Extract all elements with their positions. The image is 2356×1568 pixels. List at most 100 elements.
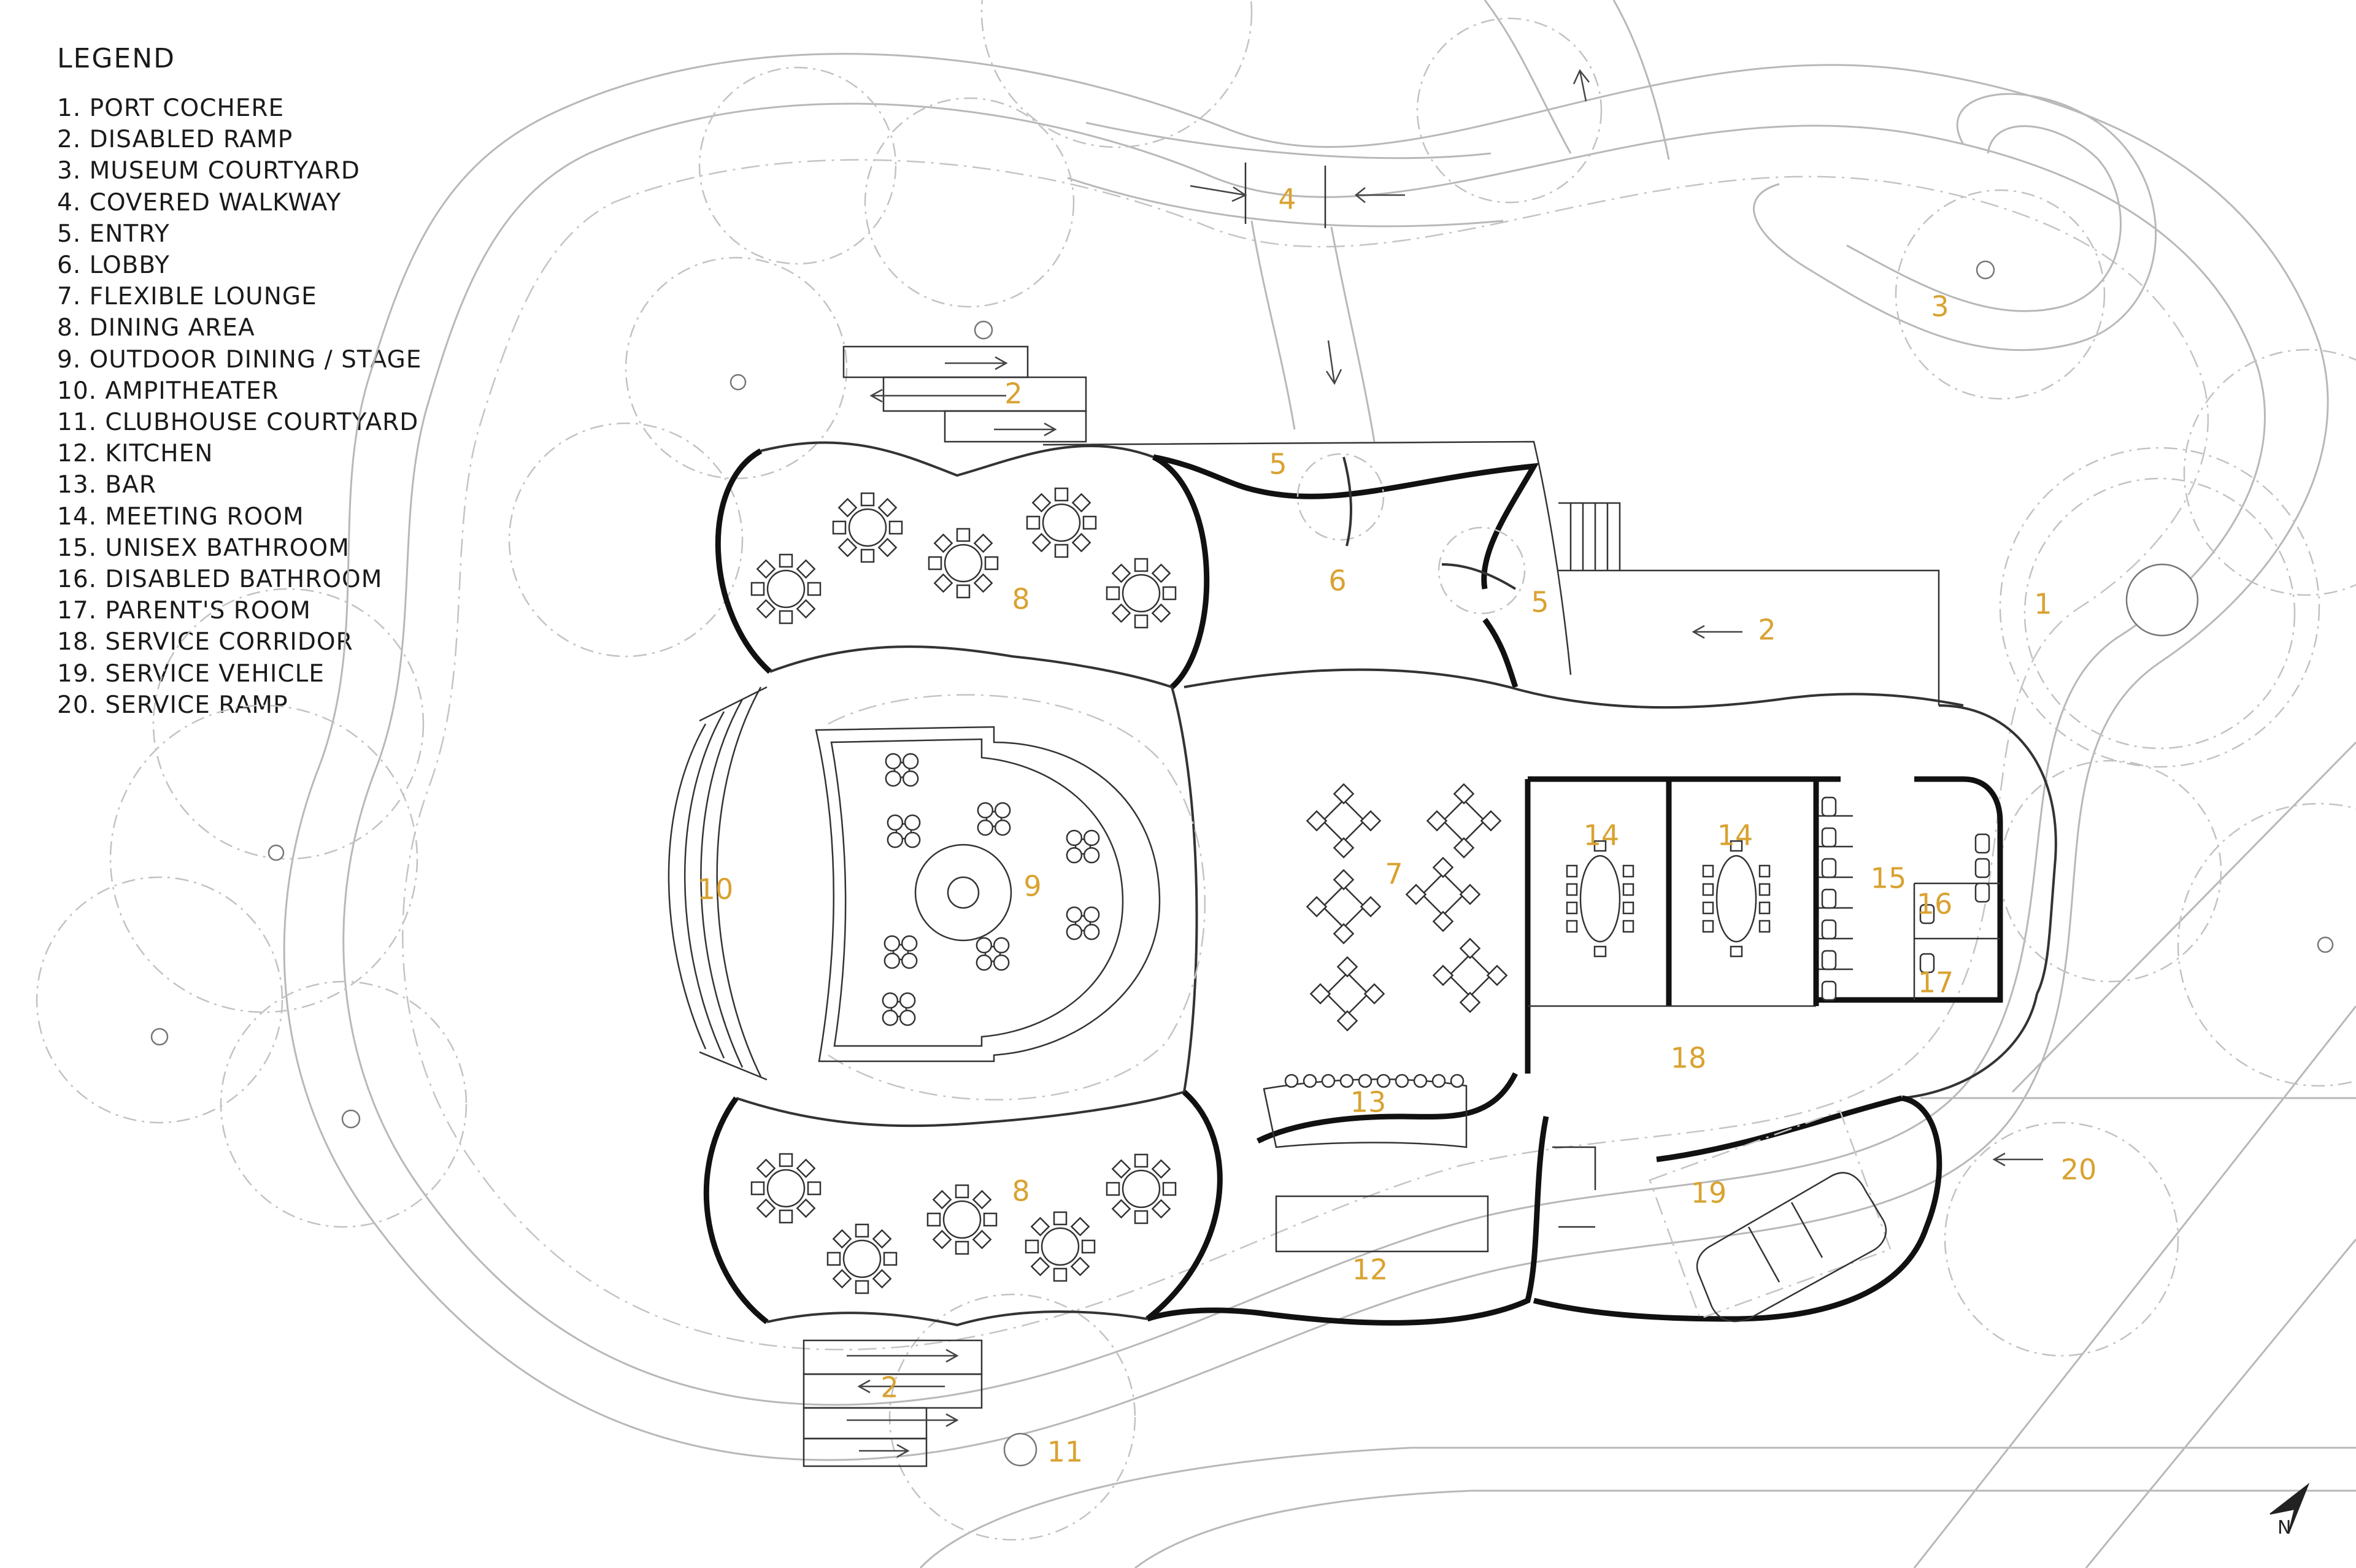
square-table: [1325, 972, 1369, 1016]
chair: [1622, 864, 1634, 878]
chair: [1053, 1211, 1068, 1226]
chair: [832, 520, 847, 535]
chair: [779, 1209, 793, 1224]
ramp-north: [944, 410, 1087, 443]
chair: [807, 582, 822, 596]
chair: [1151, 563, 1171, 583]
chair: [837, 498, 858, 518]
chair: [1758, 864, 1771, 878]
toilet: [1821, 950, 1837, 970]
meeting-room-wall: [1525, 776, 1841, 1074]
chair: [932, 1229, 952, 1250]
chair: [1134, 1153, 1149, 1168]
legend-item: 5. ENTRY: [57, 220, 170, 248]
chair: [807, 1181, 822, 1196]
chair: [860, 548, 875, 563]
chair: [796, 1198, 816, 1218]
cafe-chair: [994, 802, 1011, 819]
bar-stool: [1450, 1074, 1465, 1088]
chair: [973, 573, 993, 593]
flow-arrows: [847, 69, 2043, 1458]
tree-trunk: [730, 374, 747, 391]
flow-arrow: [1190, 185, 1247, 202]
chair: [750, 582, 765, 596]
flow-arrow: [1354, 187, 1405, 203]
flow-arrow: [857, 1379, 945, 1394]
chair: [1702, 883, 1714, 896]
chair: [1071, 532, 1091, 553]
walkway-south-path: [1250, 220, 1376, 442]
cafe-chair: [899, 992, 916, 1009]
square-table: [1322, 799, 1366, 843]
toilet: [1821, 888, 1837, 909]
chair: [1030, 1216, 1050, 1237]
chair: [1432, 964, 1454, 986]
bar-stool: [1339, 1074, 1354, 1088]
room-number-13: 13: [1350, 1086, 1387, 1119]
chair: [1360, 810, 1382, 832]
square-table: [1421, 872, 1465, 917]
chair: [826, 1251, 841, 1266]
chair: [1363, 983, 1385, 1005]
chair: [877, 537, 898, 558]
chair: [956, 528, 971, 542]
flow-arrow: [945, 356, 1008, 371]
tree-canopy: [2183, 348, 2356, 596]
walkway-north-path: [1484, 0, 1670, 160]
stage-center: [947, 876, 980, 909]
toilet: [1821, 796, 1837, 817]
room-number-5: 5: [1531, 586, 1549, 619]
cafe-chair: [904, 831, 921, 848]
room-number-18: 18: [1671, 1042, 1707, 1075]
legend-item: 18. SERVICE CORRIDOR: [57, 628, 353, 656]
stage-platform-inner: [830, 738, 1124, 1047]
kitchen-island: [1275, 1195, 1489, 1253]
tree-canopy: [864, 97, 1075, 308]
cafe-chair: [977, 819, 994, 836]
chair: [1459, 883, 1481, 905]
room-number-8: 8: [1012, 583, 1030, 616]
chair: [1758, 883, 1771, 896]
toilet: [1821, 858, 1837, 878]
tree-trunk: [150, 1028, 169, 1046]
legend-item: 7. FLEXIBLE LOUNGE: [57, 283, 317, 311]
legend-item: 16. DISABLED BATHROOM: [57, 566, 383, 594]
cafe-chair: [994, 819, 1011, 836]
stage-center: [914, 844, 1012, 942]
chair: [756, 1158, 776, 1178]
tree-trunk: [974, 320, 993, 340]
tree-canopy: [36, 876, 283, 1124]
chair: [928, 556, 942, 571]
chair: [1453, 783, 1475, 805]
cafe-chair: [901, 952, 918, 969]
chair: [832, 1229, 852, 1249]
chair: [1111, 1199, 1131, 1219]
toilet: [1919, 904, 1935, 924]
chair: [1622, 920, 1634, 933]
chair: [877, 498, 898, 518]
chair: [1566, 901, 1578, 915]
bar-stool: [1303, 1074, 1317, 1088]
tree-canopy: [980, 0, 1253, 148]
tree-canopy: [698, 66, 897, 265]
toilet: [1919, 953, 1935, 974]
flow-arrow: [859, 1443, 910, 1458]
entry-door: [1342, 456, 1517, 590]
chair: [756, 599, 776, 619]
chair: [796, 559, 816, 579]
room-number-11: 11: [1047, 1435, 1084, 1469]
covered-walkway-edge: [1085, 121, 1492, 159]
tree-canopy: [152, 588, 425, 860]
room-number-19: 19: [1691, 1177, 1727, 1210]
chair: [972, 1189, 992, 1210]
chair: [1730, 945, 1743, 958]
lounge-north-glazing: [1184, 668, 1964, 709]
tree-trunk: [268, 844, 285, 861]
legend-item: 9. OUTDOOR DINING / STAGE: [57, 345, 422, 374]
tree-canopy: [2177, 802, 2356, 1087]
chair: [1306, 896, 1328, 918]
south-road-edge: [1134, 1489, 2356, 1568]
north-dining-glazing: [769, 645, 1172, 688]
chair: [1333, 869, 1355, 891]
north-arrow-icon: [2269, 1482, 2310, 1534]
